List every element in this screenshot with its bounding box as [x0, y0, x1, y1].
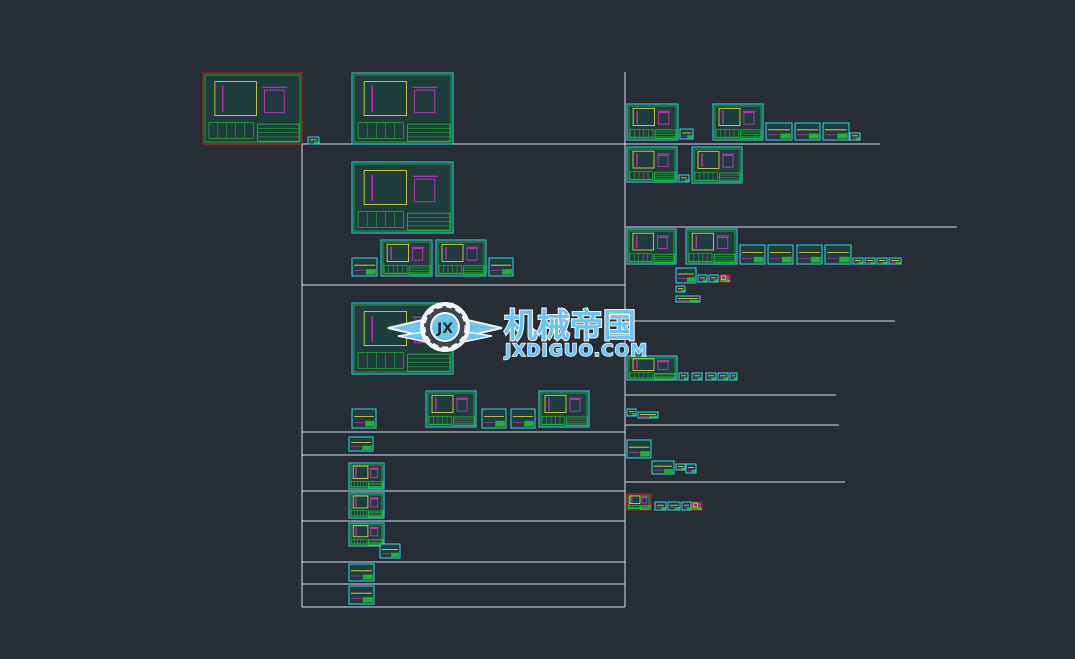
drawing-sheet[interactable]: [678, 174, 690, 183]
drawing-sheet[interactable]: [796, 244, 823, 265]
drawing-sheet[interactable]: [351, 72, 454, 145]
drawing-sheet[interactable]: [675, 285, 686, 293]
drawing-sheet[interactable]: [697, 274, 708, 283]
drawing-sheet[interactable]: [626, 146, 678, 183]
drawing-sheet[interactable]: [691, 146, 743, 184]
drawing-sheet[interactable]: [667, 501, 681, 511]
drawing-sheet[interactable]: [822, 122, 850, 141]
drawing-sheet[interactable]: [705, 372, 717, 381]
logo-text: JX: [436, 321, 453, 337]
frame-lines: [301, 72, 957, 608]
drawing-sheet[interactable]: [425, 390, 477, 428]
drawing-sheet[interactable]: [626, 408, 637, 417]
drawing-sheet[interactable]: [348, 585, 375, 605]
drawing-sheet[interactable]: [348, 563, 375, 582]
drawing-sheet[interactable]: [678, 372, 689, 381]
drawing-sheet[interactable]: [654, 501, 667, 511]
drawing-sheet[interactable]: [712, 103, 764, 141]
drawing-sheet[interactable]: [876, 257, 888, 265]
drawing-sheet[interactable]: [626, 103, 679, 141]
drawing-sheet[interactable]: [626, 228, 677, 265]
drawing-sheet[interactable]: [685, 463, 697, 474]
drawing-sheet[interactable]: [675, 463, 686, 471]
drawing-sheet[interactable]: [888, 257, 902, 265]
watermark-title: 机械帝国: [504, 306, 636, 345]
drawing-sheet[interactable]: [691, 372, 703, 381]
drawing-sheet[interactable]: [685, 228, 738, 265]
drawing-sheet[interactable]: [202, 72, 303, 145]
drawing-sheet[interactable]: [681, 501, 692, 511]
drawing-sheets[interactable]: [202, 72, 902, 605]
drawing-sheet[interactable]: [626, 493, 652, 511]
watermark-url: JXDIGUO.COM: [504, 341, 648, 361]
drawing-sheet[interactable]: [824, 244, 852, 265]
drawing-sheet[interactable]: [510, 408, 536, 429]
drawing-sheet[interactable]: [348, 436, 374, 452]
drawing-sheet[interactable]: [348, 522, 385, 547]
drawing-sheet[interactable]: [767, 244, 794, 265]
drawing-sheet[interactable]: [864, 257, 876, 265]
drawing-sheet[interactable]: [351, 408, 377, 429]
watermark: JX 机械帝国 JXDIGUO.COM: [387, 302, 648, 362]
drawing-sheet[interactable]: [348, 462, 385, 490]
gear-wings-logo-icon: JX: [387, 302, 503, 352]
drawing-sheet[interactable]: [435, 239, 487, 277]
drawing-sheet[interactable]: [849, 132, 861, 141]
drawing-sheet[interactable]: [481, 408, 507, 429]
drawing-sheet[interactable]: [852, 257, 864, 265]
drawing-sheet[interactable]: [717, 372, 729, 381]
drawing-sheet[interactable]: [765, 122, 793, 141]
drawing-sheet[interactable]: [351, 257, 378, 277]
drawing-sheet[interactable]: [637, 411, 659, 419]
drawing-sheet[interactable]: [351, 161, 454, 234]
drawing-sheet[interactable]: [380, 239, 433, 277]
drawing-sheet[interactable]: [739, 244, 766, 265]
drawing-sheet[interactable]: [675, 295, 701, 303]
drawing-sheet[interactable]: [307, 136, 320, 145]
drawing-sheet[interactable]: [626, 439, 652, 459]
drawing-sheet[interactable]: [691, 501, 703, 511]
drawing-sheet[interactable]: [538, 390, 590, 428]
drawing-sheet[interactable]: [379, 543, 401, 559]
drawing-sheet[interactable]: [708, 274, 719, 283]
drawing-sheet[interactable]: [488, 257, 514, 277]
drawing-sheet[interactable]: [794, 122, 821, 141]
drawing-sheet[interactable]: [679, 128, 694, 140]
drawing-sheet[interactable]: [651, 460, 675, 475]
drawing-sheet[interactable]: [729, 372, 738, 381]
drawing-sheet[interactable]: [675, 267, 697, 284]
drawing-sheet[interactable]: [348, 492, 385, 519]
drawing-sheet[interactable]: [719, 274, 731, 283]
drawing-sheet[interactable]: [626, 355, 678, 381]
